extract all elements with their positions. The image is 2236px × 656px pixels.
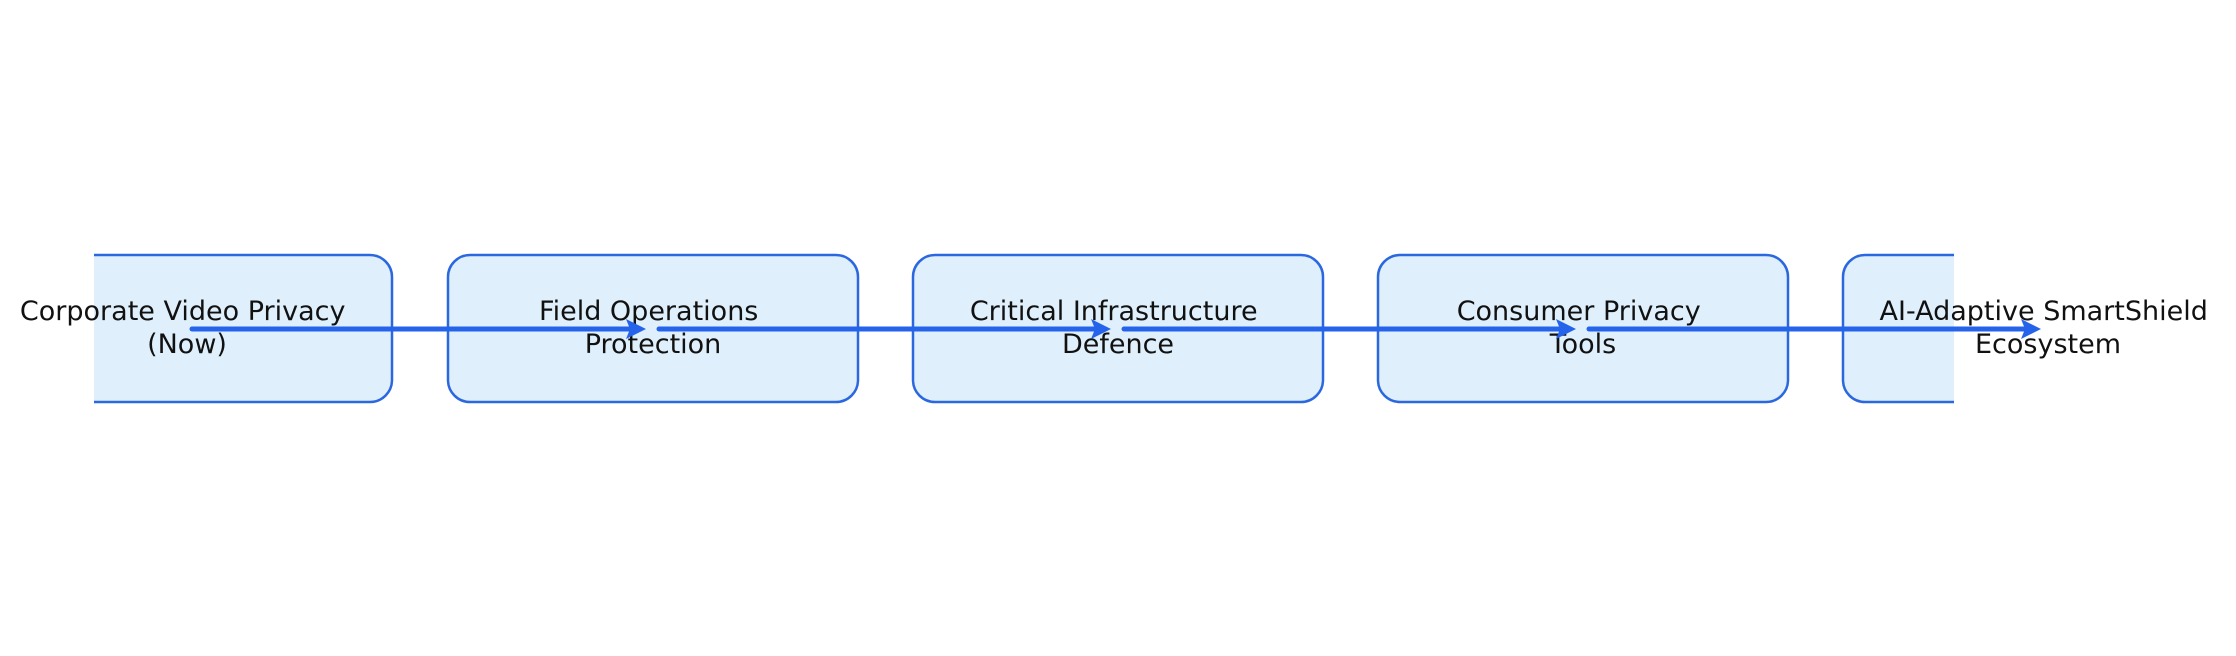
stage-label-5-line1: AI-Adaptive SmartShield: [1880, 296, 2208, 327]
arrow-2-to-3: [656, 319, 1111, 339]
stage-label-2-line2: Protection: [585, 329, 722, 360]
stage-label-5-line2: Ecosystem: [1975, 329, 2121, 360]
stage-label-2: Field Operations Protection: [539, 296, 767, 360]
stage-label-3-line1: Critical Infrastructure: [970, 296, 1258, 327]
stage-label-5: AI-Adaptive SmartShield Ecosystem: [1880, 296, 2217, 360]
stage-label-4-line1: Consumer Privacy: [1457, 296, 1701, 327]
connector-arrows: [189, 319, 2041, 339]
stage-label-2-line1: Field Operations: [539, 296, 758, 327]
stage-label-3-line2: Defence: [1062, 329, 1174, 360]
stage-label-3: Critical Infrastructure Defence: [970, 296, 1266, 360]
stage-label-1-line2: (Now): [147, 329, 227, 360]
arrow-3-to-4: [1121, 319, 1576, 339]
arrow-1-to-2: [189, 319, 646, 339]
stage-label-1: Corporate Video Privacy (Now): [20, 296, 354, 360]
stage-label-1-line1: Corporate Video Privacy: [20, 296, 346, 327]
arrow-4-to-5: [1586, 319, 2041, 339]
